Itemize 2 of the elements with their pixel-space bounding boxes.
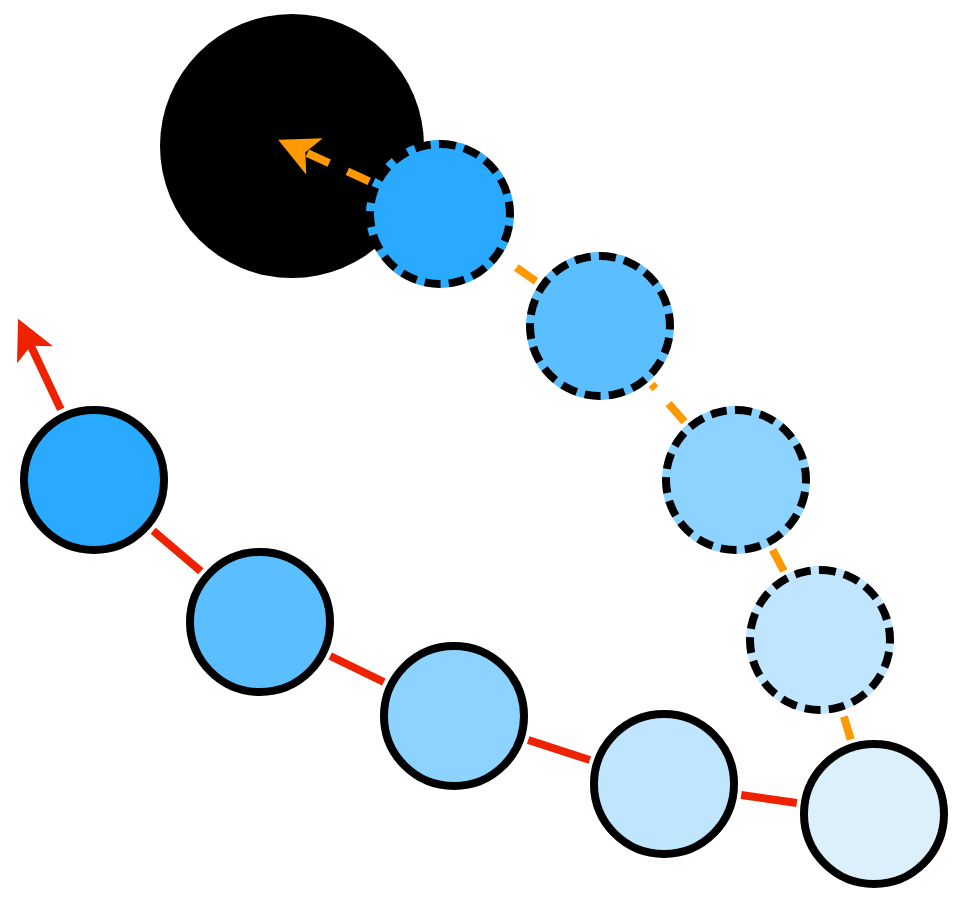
- arrow: [278, 138, 371, 186]
- arrow: [17, 318, 65, 412]
